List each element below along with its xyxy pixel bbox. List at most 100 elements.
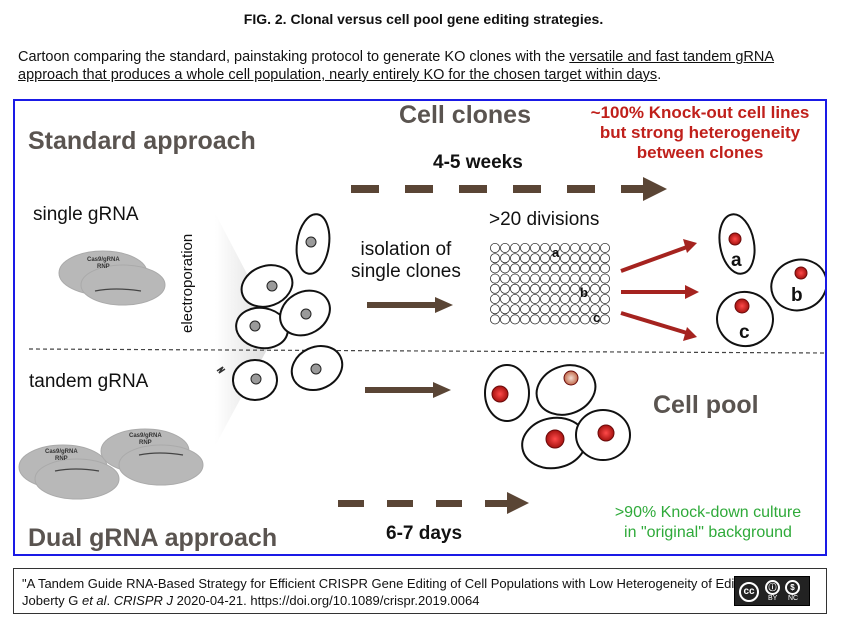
- plate-well: [570, 293, 581, 304]
- pool-result-label: >90% Knock-down culture in "original" ba…: [597, 503, 819, 543]
- plate-well: [580, 253, 591, 264]
- plate-well: [560, 273, 571, 284]
- tandem-grna-label: tandem gRNA: [29, 371, 149, 392]
- plate-well: [550, 242, 561, 253]
- divisions-label: >20 divisions: [489, 209, 600, 230]
- plate-well: [570, 304, 581, 315]
- plate-well: [580, 273, 591, 284]
- plate-well: [580, 263, 591, 274]
- figure-caption: Cartoon comparing the standard, painstak…: [18, 48, 833, 84]
- cell-pool-label: Cell pool: [653, 391, 759, 419]
- reference-suffix[interactable]: 2020-04-21. https://doi.org/10.1089/cris…: [173, 593, 480, 608]
- plate-well: [560, 242, 571, 253]
- plate-well: [499, 253, 510, 264]
- plate-well: [489, 283, 500, 294]
- plate-well: [560, 283, 571, 294]
- plate-well: [540, 273, 551, 284]
- plate-well: [580, 304, 591, 315]
- caption-link[interactable]: versatile and fast tandem gRNA approach …: [18, 49, 775, 83]
- rnp-label-line: Cas9/gRNA: [45, 449, 78, 455]
- plate-well: [600, 273, 611, 284]
- plate-well: [509, 304, 520, 315]
- plate-well: [519, 273, 530, 284]
- caption-end: .: [657, 67, 662, 83]
- rnp-label-line: RNP: [97, 264, 110, 270]
- plate-well: [600, 304, 611, 315]
- plate-well: [489, 273, 500, 284]
- rnp-label-tandem-2: Cas9/gRNA RNP: [129, 433, 162, 447]
- clones-result-line-3: between clones: [636, 143, 764, 162]
- plate-well: [509, 242, 520, 253]
- rnp-single: [58, 250, 166, 306]
- isolation-line-1: isolation of: [360, 239, 452, 260]
- plate-well: [530, 242, 541, 253]
- plate-well: [550, 314, 561, 325]
- plate-well: [540, 263, 551, 274]
- plate-well: [600, 242, 611, 253]
- plate-well: [570, 242, 581, 253]
- caption-text: Cartoon comparing the standard, painstak…: [18, 49, 570, 65]
- pool-result-line-2: in "original" background: [624, 524, 792, 541]
- plate-well: [519, 283, 530, 294]
- plate-well: [590, 263, 601, 274]
- plate-well: [489, 293, 500, 304]
- plate-well: [580, 242, 591, 253]
- dual-approach-label: Dual gRNA approach: [28, 524, 278, 552]
- plate-well: [519, 314, 530, 325]
- clones-result-line-2: but strong heterogeneity: [599, 123, 801, 142]
- plate-well: [580, 283, 591, 294]
- rnp-label-tandem-1: Cas9/gRNA RNP: [45, 449, 78, 463]
- plate-well: [530, 293, 541, 304]
- plate-well: [550, 253, 561, 264]
- plate-well: [540, 242, 551, 253]
- clone-arrows: [620, 239, 699, 341]
- plate-well: [600, 314, 611, 325]
- reference-prefix: "A Tandem Guide RNA-Based Strategy for E…: [22, 576, 799, 608]
- plate-well: [489, 253, 500, 264]
- cc-license-badge[interactable]: cc ⓘ $ BY NC: [734, 576, 810, 606]
- plate-well: [499, 283, 510, 294]
- rnp-label-line: Cas9/gRNA: [87, 257, 120, 263]
- plate-well: [600, 253, 611, 264]
- days-label: 6-7 days: [386, 523, 463, 544]
- plate-well: [519, 293, 530, 304]
- plate-well: [560, 253, 571, 264]
- nc-label: NC: [788, 595, 799, 602]
- isolation-arrow: [367, 297, 453, 313]
- plate-well: [560, 304, 571, 315]
- plate-well: [509, 314, 520, 325]
- plate-well: [530, 314, 541, 325]
- reference-etal: et al: [81, 593, 107, 608]
- plate-well: [519, 304, 530, 315]
- plate-well: [550, 273, 561, 284]
- plate-well: [550, 293, 561, 304]
- plate-well: [509, 283, 520, 294]
- spark-icon: [216, 366, 226, 374]
- well-label-a: a: [552, 245, 560, 260]
- plate-well: [519, 263, 530, 274]
- reference-journal: CRISPR J: [113, 593, 174, 608]
- plate-well: [540, 314, 551, 325]
- plate-well: [540, 253, 551, 264]
- rnp-label-line: RNP: [139, 440, 152, 446]
- plate-well: [540, 304, 551, 315]
- clone-label-b: b: [791, 285, 803, 306]
- plate-well: [550, 283, 561, 294]
- cell-clones-label: Cell clones: [399, 101, 531, 129]
- plate-well: [530, 263, 541, 274]
- clones-result-label: ~100% Knock-out cell lines but strong he…: [575, 103, 825, 163]
- dashed-arrow-days: [338, 492, 529, 514]
- plate-well: [530, 304, 541, 315]
- plate-well: [509, 263, 520, 274]
- plate-well: [519, 253, 530, 264]
- nc-icon: $: [785, 580, 800, 595]
- plate-well: [570, 314, 581, 325]
- single-grna-label: single gRNA: [33, 204, 139, 225]
- plate-well: [570, 253, 581, 264]
- plate-well: [590, 293, 601, 304]
- plate-well: [530, 253, 541, 264]
- rnp-tandem-1: [18, 444, 120, 500]
- rnp-label-line: Cas9/gRNA: [129, 433, 162, 439]
- clone-label-a: a: [731, 250, 742, 271]
- plate-well: [550, 263, 561, 274]
